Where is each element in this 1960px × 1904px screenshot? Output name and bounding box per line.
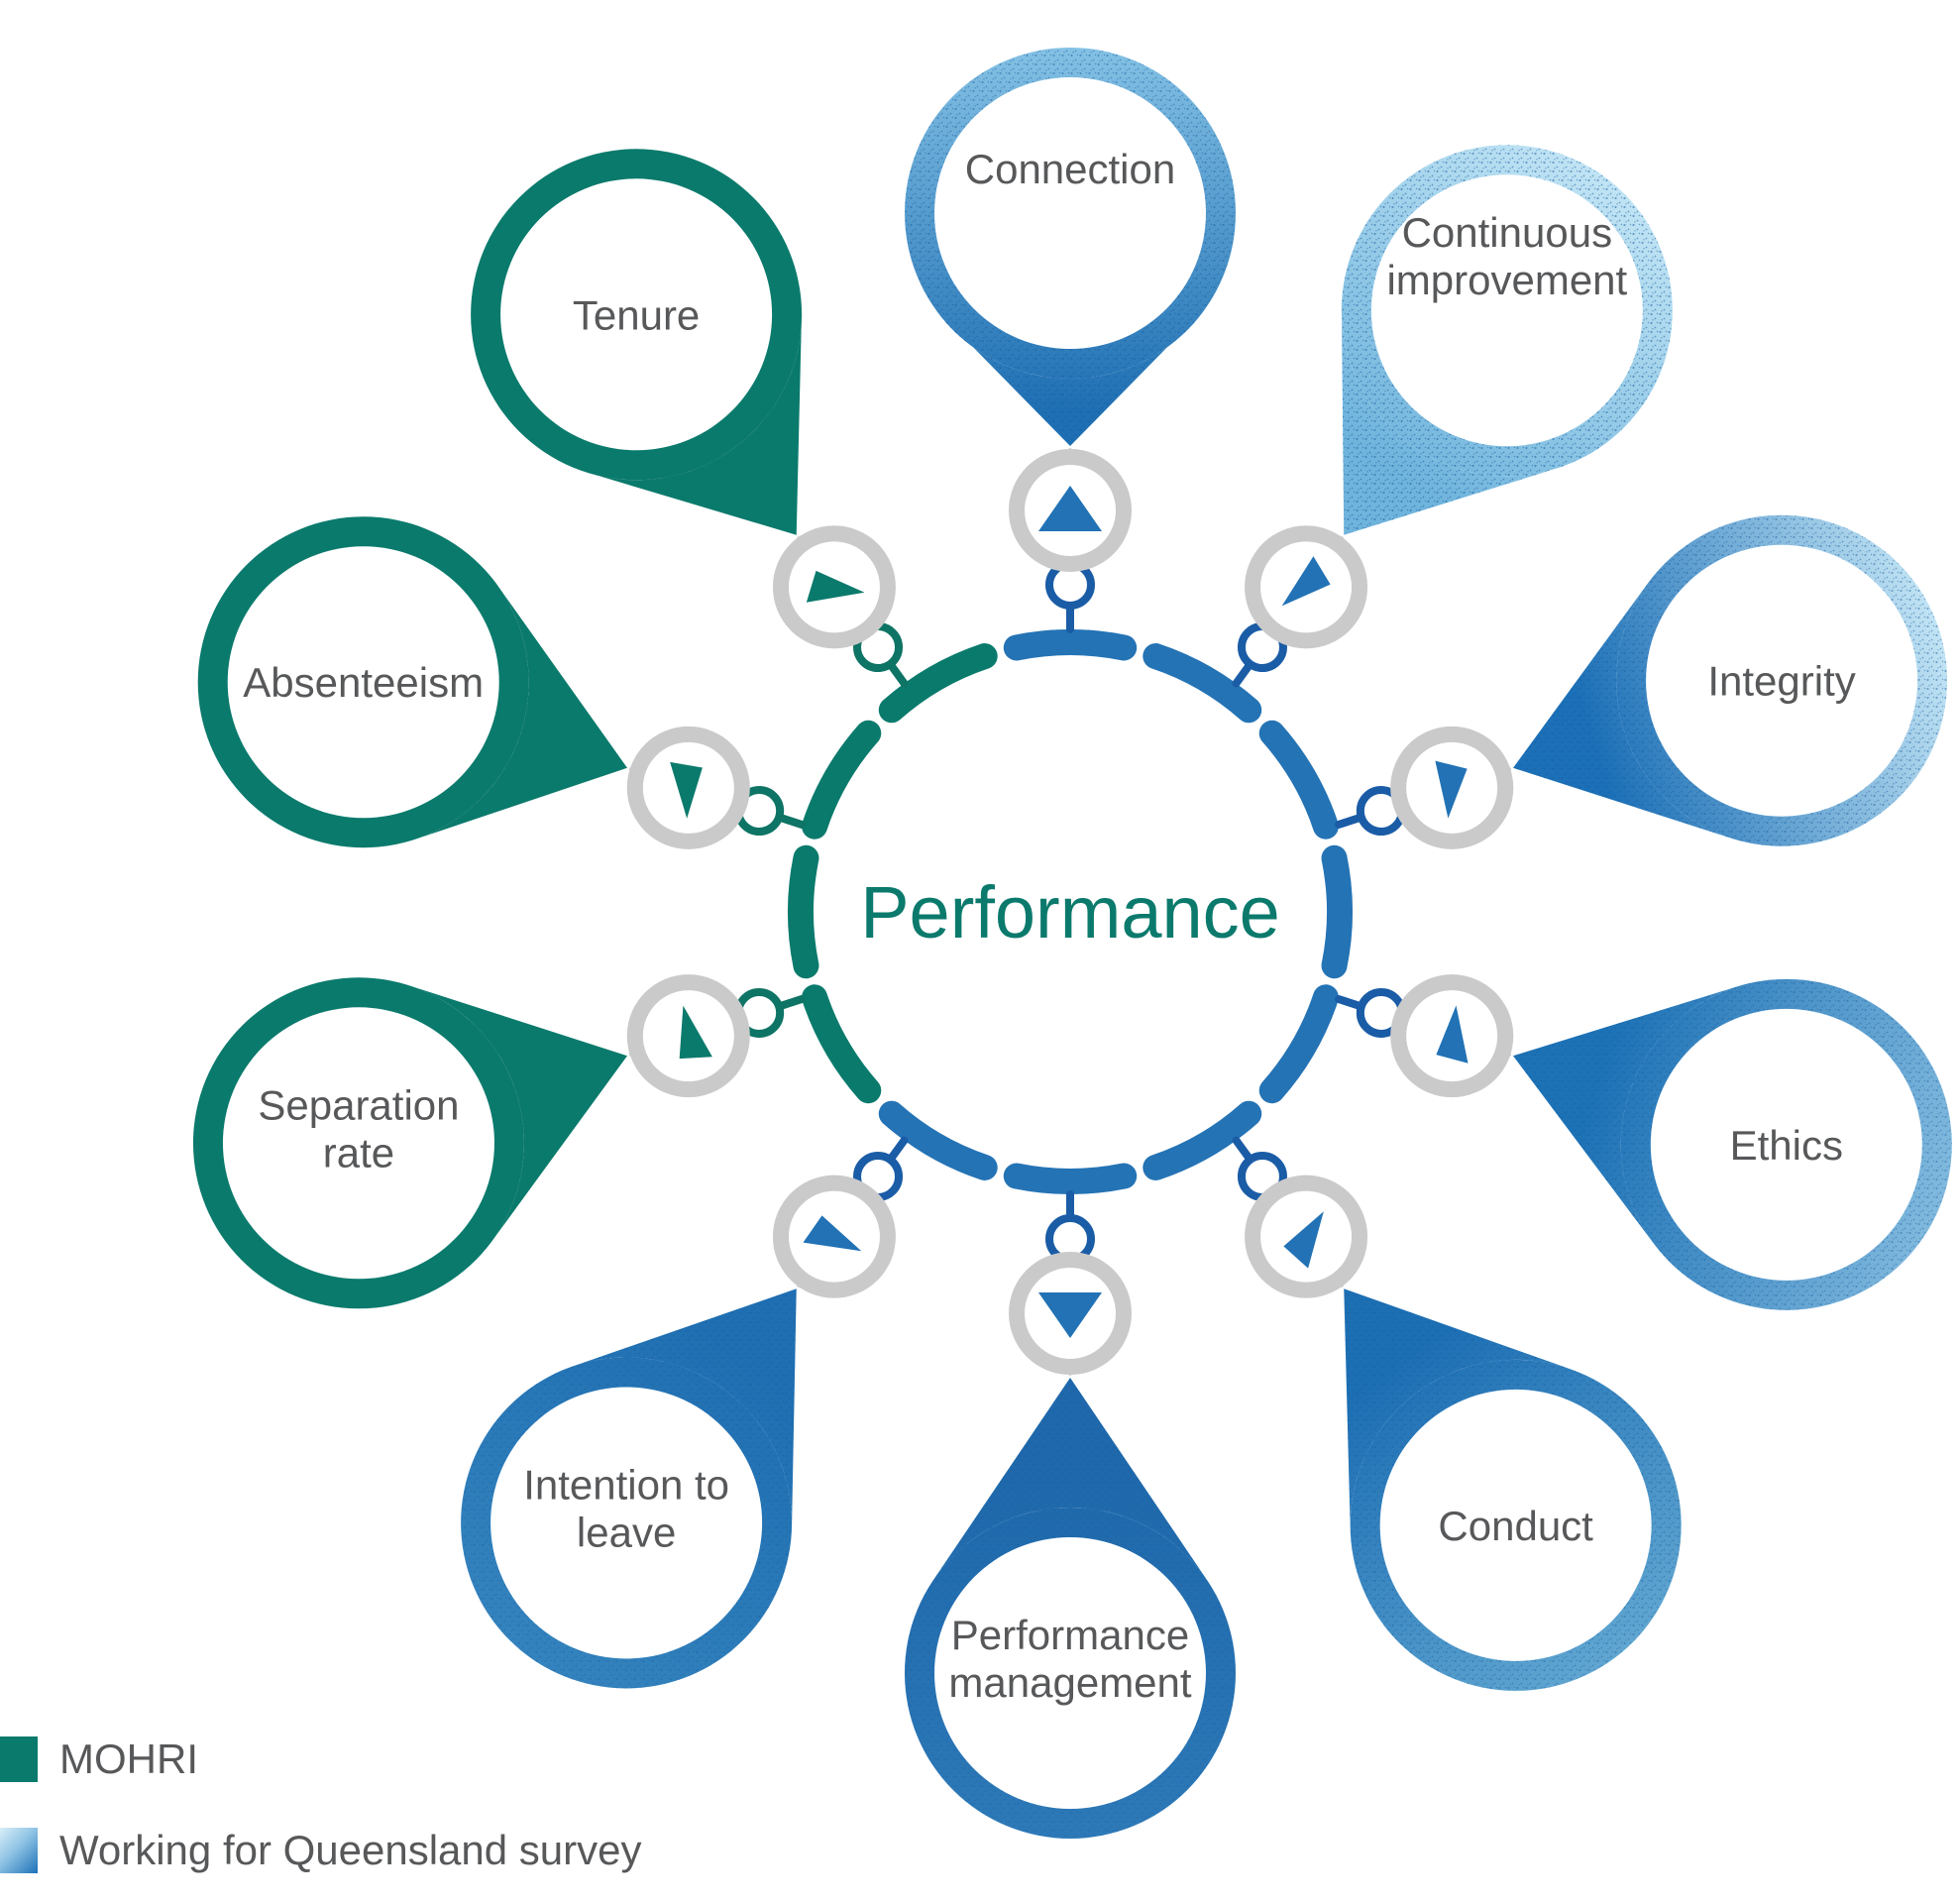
satellite-inner [1650, 1008, 1922, 1281]
pin-performance-management [1009, 1252, 1132, 1376]
pin-absenteeism [626, 726, 750, 849]
satellite-inner [222, 1007, 494, 1280]
ring-dash [878, 643, 998, 724]
satellite-label-conduct: Conduct [1438, 1503, 1593, 1549]
pin-separation-rate [626, 974, 750, 1098]
satellite-label-absenteeism: Absenteeism [243, 659, 484, 706]
satellite-integrity: Integrity [1335, 514, 1948, 846]
satellite-inner [490, 1387, 763, 1659]
legend-label-wfq: Working for Queensland survey [59, 1827, 642, 1873]
satellite-label-line: Separation [258, 1081, 459, 1128]
satellite-label-ethics: Ethics [1730, 1122, 1843, 1169]
needle-icon [1283, 1211, 1324, 1269]
needle-icon [679, 1005, 712, 1060]
satellite-tail-texture [1344, 1288, 1571, 1528]
satellite-label-line: Tenure [573, 291, 700, 338]
needle-icon [1038, 1292, 1102, 1338]
satellite-label-line: improvement [1386, 257, 1627, 303]
satellite-label-line: management [948, 1659, 1191, 1706]
needle-icon [670, 761, 703, 819]
satellite-tail-texture [1512, 986, 1738, 1245]
center-label: Performance [860, 871, 1280, 953]
needle-icon [1435, 760, 1468, 819]
ring-dash [1321, 844, 1353, 979]
satellite-ethics: Ethics [1335, 978, 1952, 1310]
mohri-swatch-icon [0, 1736, 38, 1782]
satellite-tail-texture [572, 1288, 797, 1526]
satellite-inner [1370, 174, 1643, 447]
satellite-tail [582, 311, 803, 535]
satellite-label-line: Absenteeism [243, 659, 484, 706]
pin-connection [1009, 448, 1132, 572]
ring-dash [1003, 629, 1138, 661]
satellite-label-line: Conduct [1438, 1503, 1593, 1549]
needle-icon [803, 1215, 862, 1252]
satellite-tail-texture [934, 307, 1206, 446]
pin-integrity [1390, 726, 1514, 849]
satellite-inner [1646, 544, 1918, 817]
satellite-inner [934, 77, 1206, 349]
satellite-label-line: rate [323, 1129, 394, 1176]
satellite-label-tenure: Tenure [573, 291, 700, 338]
needle-icon [1436, 1005, 1469, 1064]
legend-item-wfq: Working for Queensland survey [0, 1828, 642, 1873]
satellite-tail-texture [1512, 581, 1734, 840]
satellite-tail [411, 582, 628, 840]
satellite-tail [406, 984, 628, 1243]
satellite-label-line: leave [577, 1509, 676, 1555]
needle-icon [1281, 556, 1331, 607]
pin-tenure [772, 525, 896, 649]
satellite-inner [1379, 1389, 1652, 1661]
satellite-label-integrity: Integrity [1707, 658, 1855, 705]
satellite-tail-texture [934, 1378, 1206, 1579]
needle-icon [1038, 486, 1102, 531]
satellite-label-line: Connection [965, 146, 1175, 192]
satellite-label-connection: Connection [965, 146, 1175, 192]
legend-item-mohri: MOHRI [0, 1736, 642, 1782]
satellite-tenure: Tenure [471, 149, 909, 688]
satellite-inner [934, 1537, 1206, 1809]
satellite-tail-texture [1341, 307, 1562, 535]
pin-conduct [1245, 1175, 1368, 1298]
needle-icon [806, 570, 865, 603]
ring-dash [788, 844, 819, 979]
ring-dash [1143, 1100, 1262, 1180]
pin-continuous-improvement [1245, 525, 1368, 649]
ring-dash [878, 1100, 998, 1180]
ring-dash [802, 720, 882, 840]
pin-ethics [1390, 974, 1514, 1098]
ring-dash [1003, 1163, 1138, 1194]
satellite-conduct: Conduct [1232, 1136, 1682, 1691]
satellite-connection: Connection [905, 48, 1236, 633]
satellite-label-line: Intention to [523, 1461, 729, 1508]
ring-dash [1143, 643, 1262, 724]
ring-dash [1258, 984, 1339, 1104]
pin-intention-to-leave [772, 1175, 896, 1298]
satellite-label-line: Integrity [1707, 658, 1855, 705]
ring-dash [1258, 720, 1339, 840]
satellite-label-line: Performance [951, 1612, 1189, 1658]
wfq-swatch-icon [0, 1828, 38, 1873]
satellite-inner [500, 178, 773, 451]
ring-dash [802, 984, 882, 1104]
legend-label-mohri: MOHRI [59, 1736, 198, 1782]
satellite-label-line: Continuous [1402, 209, 1612, 256]
satellite-inner [227, 546, 499, 819]
legend: MOHRI Working for Queensland survey [0, 1736, 642, 1873]
satellite-label-line: Ethics [1730, 1122, 1843, 1169]
satellite-absenteeism: Absenteeism [197, 516, 806, 848]
center-ring [788, 629, 1353, 1194]
